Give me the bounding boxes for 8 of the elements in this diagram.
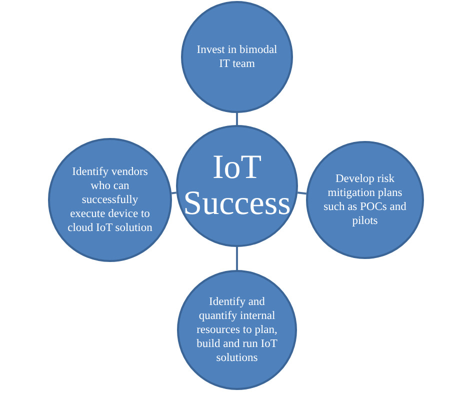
- node-text: IoT Success: [182, 150, 292, 222]
- node-text: Identify and quantify internal resources to plan, build and run IoT solutions: [196, 294, 278, 366]
- node-text: Develop risk mitigation plans such as POCs and pilots: [322, 172, 408, 228]
- connector-line: [236, 113, 238, 125]
- node-text: Identify vendors who can successfully execute device to cloud IoT solution: [66, 164, 154, 236]
- connector-line: [298, 192, 306, 195]
- node-text: Invest in bimodal IT team: [196, 42, 278, 72]
- connector-line: [236, 247, 238, 270]
